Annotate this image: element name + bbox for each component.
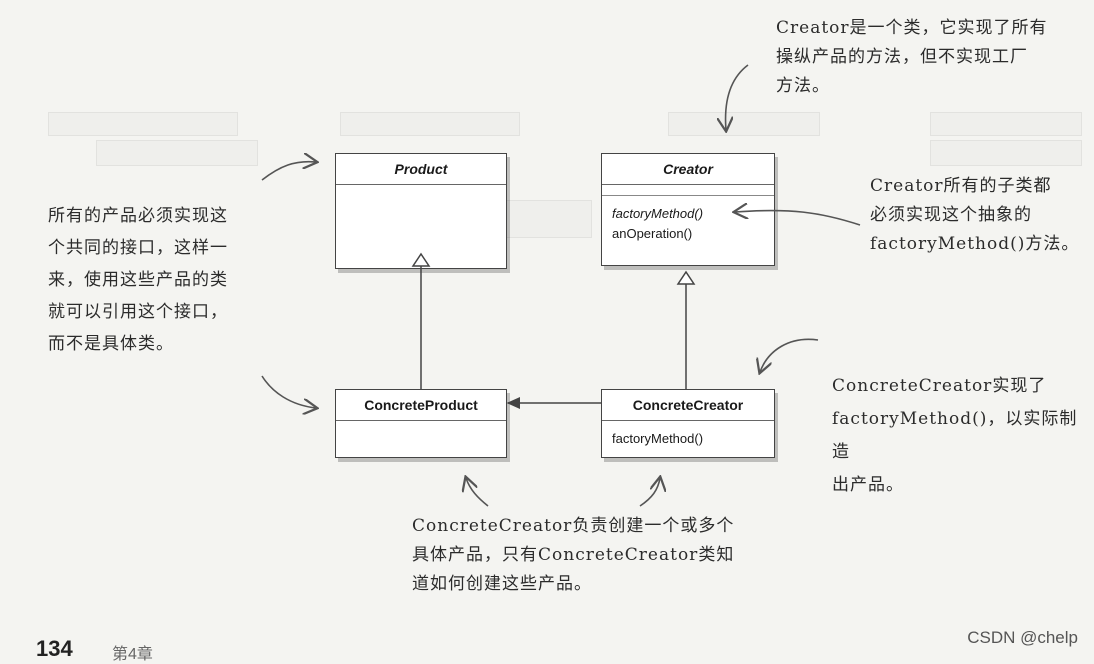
- method-list: factoryMethod(): [602, 421, 774, 457]
- ghost-box: [96, 140, 258, 166]
- annotation-arrow: [639, 478, 660, 507]
- ghost-box: [48, 112, 238, 136]
- inheritance-triangle: [411, 252, 431, 267]
- method-operation: anOperation(): [612, 226, 693, 241]
- class-name: ConcreteCreator: [602, 390, 774, 421]
- ghost-box: [930, 140, 1082, 166]
- annotation-arrow: [261, 162, 316, 181]
- concrete-creator-note: ConcreteCreator实现了 factoryMethod()，以实际制造…: [832, 376, 1078, 495]
- method-factory: factoryMethod(): [612, 431, 704, 446]
- annotation-arrow: [760, 338, 819, 372]
- bottom-note: ConcreteCreator负责创建一个或多个 具体产品，只有Concrete…: [412, 516, 735, 594]
- concrete-product-class: ConcreteProduct: [335, 389, 507, 458]
- ghost-box: [930, 112, 1082, 136]
- page-number: 134: [36, 636, 73, 661]
- creator-note: Creator是一个类，它实现了所有 操纵产品的方法，但不实现工厂 方法。: [776, 18, 1048, 96]
- method-list: factoryMethod() anOperation(): [602, 196, 774, 252]
- class-name: Product: [336, 154, 506, 185]
- method-factory: factoryMethod(): [612, 206, 704, 221]
- class-name: ConcreteProduct: [336, 390, 506, 421]
- chapter-label: 第4章: [112, 646, 153, 663]
- ghost-box: [668, 112, 820, 136]
- inheritance-triangle: [676, 270, 696, 285]
- concrete-creator-class: ConcreteCreator factoryMethod(): [601, 389, 775, 458]
- subclass-note: Creator所有的子类都 必须实现这个抽象的 factoryMethod()方…: [870, 176, 1080, 254]
- annotation-arrow: [735, 211, 861, 226]
- watermark: CSDN @chelp: [967, 628, 1078, 647]
- annotation-arrow: [726, 64, 749, 130]
- ghost-box: [340, 112, 520, 136]
- product-class: Product: [335, 153, 507, 269]
- product-note: 所有的产品必须实现这 个共同的接口，这样一 来，使用这些产品的类 就可以引用这个…: [48, 206, 228, 354]
- annotation-arrow: [466, 478, 489, 507]
- class-name: Creator: [602, 154, 774, 185]
- annotation-arrow: [261, 375, 316, 408]
